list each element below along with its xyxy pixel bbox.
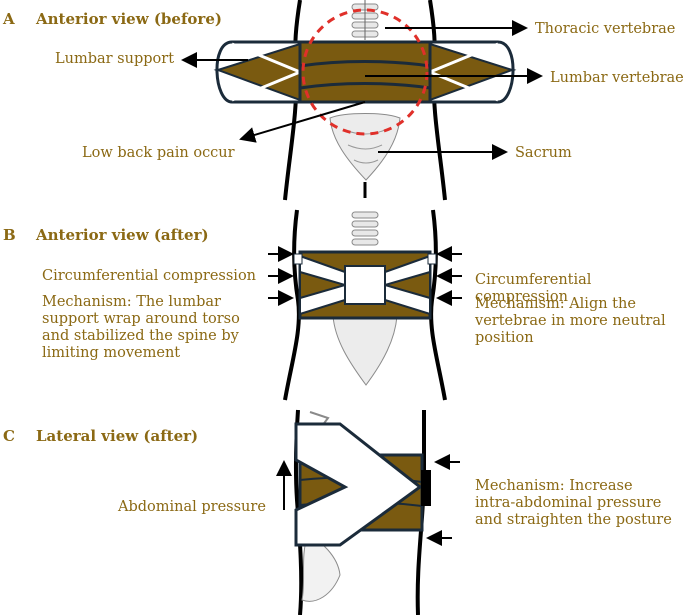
sacrum-b [332, 311, 398, 386]
label-mechanism-b-right: Mechanism: Align the vertebrae in more n… [475, 296, 666, 346]
panel-a-letter: A [3, 10, 15, 28]
label-circ-right: Circumferential compression [475, 272, 592, 305]
panel-a-title: Anterior view (before) [36, 10, 222, 28]
panel-b [268, 209, 462, 401]
panel-b-letter: B [3, 226, 16, 244]
label-lumbar-vertebrae: Lumbar vertebrae [550, 70, 684, 86]
panel-b-title: Anterior view (after) [36, 226, 209, 244]
label-abdominal-pressure: Abdominal pressure [118, 499, 266, 515]
thoracic-vertebrae-b [351, 211, 379, 246]
brace-center-block-b [344, 265, 386, 305]
label-sacrum: Sacrum [515, 145, 572, 161]
panel-c-title: Lateral view (after) [36, 427, 199, 445]
brace-strap-c [294, 422, 423, 547]
sacrum-c [301, 534, 341, 602]
label-thoracic-vertebrae: Thoracic vertebrae [535, 21, 676, 37]
label-circ-left: Circumferential compression [42, 268, 257, 284]
panel-a [181, 0, 543, 201]
label-mechanism-b-left: Mechanism: The lumbar support wrap aroun… [42, 294, 240, 361]
body-outline-left-b [283, 209, 301, 401]
label-lumbar-support: Lumbar support [55, 51, 175, 67]
arrow-low-back-pain [239, 101, 366, 143]
brace-clasp-c [421, 470, 431, 506]
label-low-back-pain: Low back pain occur [82, 145, 235, 161]
panel-c-letter: C [3, 427, 15, 445]
body-outline-right-b [429, 209, 447, 401]
thoracic-vertebrae-a [351, 0, 379, 40]
panel-c [276, 409, 460, 615]
sacrum-a [329, 113, 401, 181]
label-mechanism-c: Mechanism: Increase intra-abdominal pres… [475, 478, 672, 528]
pain-area-circle [301, 8, 429, 136]
